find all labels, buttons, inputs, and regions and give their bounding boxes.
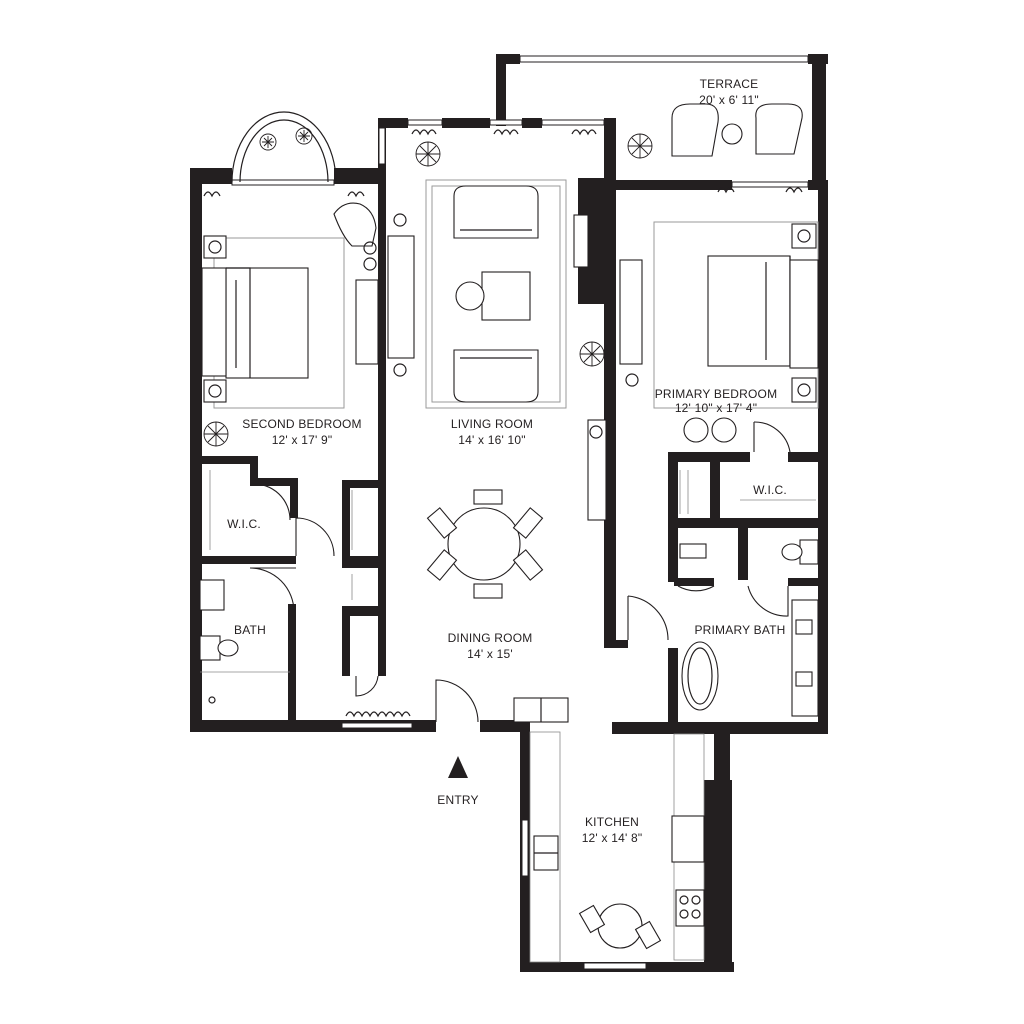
terrace-name: TERRACE	[700, 77, 759, 91]
wic-right-name: W.I.C.	[753, 483, 787, 497]
second-bed-name: SECOND BEDROOM	[242, 417, 361, 431]
dining-name: DINING ROOM	[448, 631, 533, 645]
living-room-furniture	[387, 141, 607, 521]
second-bedroom-furniture	[201, 202, 379, 447]
bath-name: BATH	[234, 623, 266, 637]
bay-window	[231, 111, 337, 183]
primary-bed-name: PRIMARY BEDROOM	[655, 387, 778, 401]
living-size: 14' x 16' 10"	[458, 433, 526, 447]
room-labels: TERRACE 20' x 6' 11" LIVING ROOM 14' x 1…	[227, 77, 787, 845]
doors	[249, 421, 791, 723]
kitchen-name: KITCHEN	[585, 815, 639, 829]
partitions	[196, 452, 822, 728]
windows	[231, 55, 809, 970]
primary-bedroom-furniture	[619, 221, 819, 443]
primary-bed-size: 12' 10" x 17' 4"	[675, 401, 757, 415]
entry-label: ENTRY	[437, 793, 478, 807]
curtains	[203, 129, 803, 718]
bath-fixtures	[199, 470, 819, 717]
dining-furniture	[426, 489, 544, 599]
dining-size: 14' x 15'	[467, 647, 513, 661]
second-bed-size: 12' x 17' 9"	[272, 433, 333, 447]
kitchen-fixtures	[513, 697, 705, 963]
terrace-size: 20' x 6' 11"	[699, 93, 759, 107]
wic-left-name: W.I.C.	[227, 517, 261, 531]
entry-arrow-icon	[448, 756, 468, 778]
plant-icon	[627, 133, 653, 159]
primary-bath-name: PRIMARY BATH	[694, 623, 785, 637]
living-name: LIVING ROOM	[451, 417, 533, 431]
plant-icon	[203, 421, 229, 447]
terrace-furniture	[627, 103, 803, 159]
kitchen-size: 12' x 14' 8"	[582, 831, 643, 845]
plant-icon	[259, 127, 313, 151]
plant-icon	[415, 141, 605, 367]
